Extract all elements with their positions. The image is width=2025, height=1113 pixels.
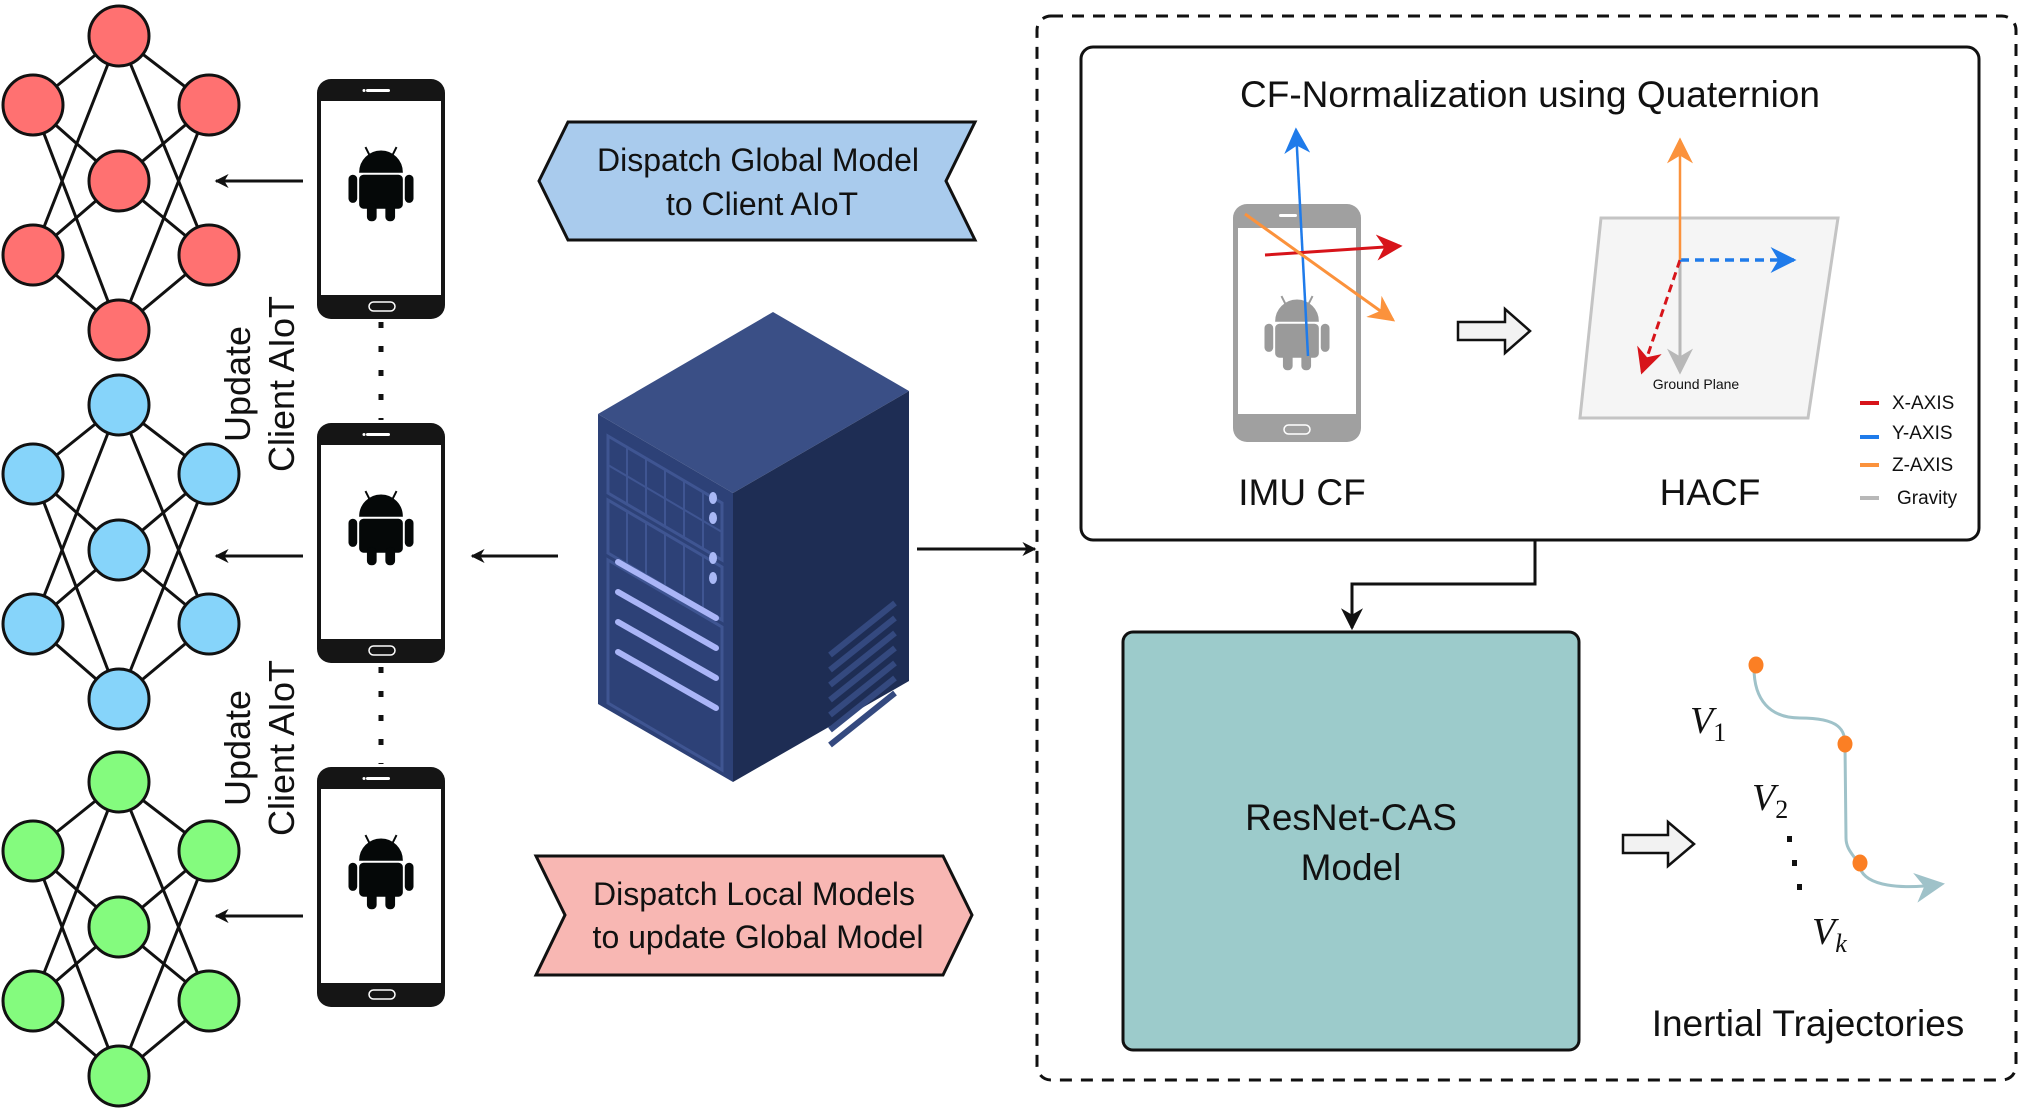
nn-node — [87, 895, 151, 959]
ground-plane-label: Ground Plane — [1653, 376, 1740, 392]
dispatch-local-line1: Dispatch Local Models — [593, 876, 915, 912]
cf-to-model-connector — [1341, 540, 1537, 631]
dispatch-local-banner: Dispatch Local Models to update Global M… — [533, 854, 974, 977]
legend-label: X-AXIS — [1892, 393, 1954, 414]
imu-y-axis-arrow — [1284, 127, 1311, 357]
phone-icon-client-2 — [317, 423, 445, 663]
update-label-1: Update Client AIoT — [217, 296, 302, 472]
legend-item-z-axis: Z-AXIS — [1860, 455, 1953, 476]
nn-node — [177, 819, 241, 883]
imu-phone-icon — [1233, 204, 1361, 442]
update-label-1-line1: Update — [217, 326, 258, 442]
dispatch-global-banner: Dispatch Global Model to Client AIoT — [537, 120, 978, 242]
nn-edge — [117, 35, 211, 256]
dispatch-local-line2: to update Global Model — [593, 919, 924, 955]
update-label-2: Update Client AIoT — [217, 660, 302, 836]
output-arrow — [1621, 819, 1696, 869]
neural-network-client-3 — [1, 750, 241, 1108]
nn-node — [177, 969, 241, 1033]
nn-edge — [31, 35, 121, 256]
nn-edge — [31, 781, 121, 1002]
trajectory-point-1 — [1748, 656, 1764, 674]
nn-node — [1, 969, 65, 1033]
inertial-trajectories-caption: Inertial Trajectories — [1652, 1003, 1965, 1044]
imu-z-axis-arrow — [1244, 212, 1396, 322]
dispatch-global-line1: Dispatch Global Model — [597, 142, 919, 178]
velocity-v1-label: V1 — [1690, 700, 1726, 747]
phone-icon-client-3 — [317, 767, 445, 1007]
legend-item-gravity: Gravity — [1860, 488, 1958, 509]
nn-node — [1, 442, 65, 506]
nn-node — [1, 73, 65, 137]
nn-node — [177, 592, 241, 656]
dispatch-global-line2: to Client AIoT — [666, 186, 858, 222]
cf-normalization-box — [1079, 45, 1981, 542]
hacf-label: HACF — [1660, 472, 1761, 513]
legend-item-x-axis: X-AXIS — [1860, 393, 1954, 414]
trajectory-curve — [1752, 667, 1945, 903]
trajectory-point-2 — [1837, 735, 1853, 753]
update-label-2-line2: Client AIoT — [261, 660, 302, 836]
nn-node — [87, 667, 151, 731]
transform-arrow — [1456, 306, 1532, 356]
resnet-cas-line2: Model — [1301, 847, 1402, 888]
nn-node — [177, 442, 241, 506]
nn-node — [177, 223, 241, 287]
nn-edge — [117, 781, 211, 1002]
client-neural-networks — [1, 4, 241, 1108]
velocity-v2-label: V2 — [1752, 777, 1788, 824]
neural-network-client-2 — [1, 373, 241, 731]
nn-node — [87, 518, 151, 582]
server-icon — [598, 312, 909, 782]
nn-node — [87, 750, 151, 814]
nn-node — [1, 819, 65, 883]
nn-node — [87, 4, 151, 68]
resnet-cas-line1: ResNet-CAS — [1245, 797, 1457, 838]
nn-edge — [117, 404, 211, 625]
cf-normalization-title: CF-Normalization using Quaternion — [1240, 74, 1820, 115]
trajectory-point-3 — [1852, 854, 1868, 872]
nn-node — [87, 373, 151, 437]
client-phones — [317, 79, 445, 1007]
axis-legend: X-AXIS Y-AXIS Z-AXIS Gravity — [1860, 393, 1958, 509]
nn-node — [177, 73, 241, 137]
legend-label: Y-AXIS — [1892, 423, 1953, 444]
nn-node — [87, 1044, 151, 1108]
legend-label: Gravity — [1897, 488, 1958, 509]
imu-x-axis-arrow — [1264, 234, 1403, 261]
nn-node — [87, 149, 151, 213]
imu-cf-label: IMU CF — [1238, 472, 1365, 513]
pipeline-container — [1035, 14, 2018, 1082]
legend-label: Z-AXIS — [1892, 455, 1953, 476]
update-label-1-line2: Client AIoT — [261, 296, 302, 472]
velocity-ellipsis — [1787, 836, 1802, 890]
nn-node — [1, 592, 65, 656]
legend-item-y-axis: Y-AXIS — [1860, 423, 1953, 444]
hacf-x-axis-arrow — [1637, 259, 1682, 375]
nn-edge — [31, 404, 121, 625]
update-label-2-line1: Update — [217, 690, 258, 806]
nn-node — [87, 298, 151, 362]
phone-icon-client-1 — [317, 79, 445, 319]
nn-node — [1, 223, 65, 287]
resnet-cas-model-box — [1121, 630, 1581, 1052]
neural-network-client-1 — [1, 4, 241, 362]
velocity-vk-label: Vk — [1812, 911, 1847, 958]
